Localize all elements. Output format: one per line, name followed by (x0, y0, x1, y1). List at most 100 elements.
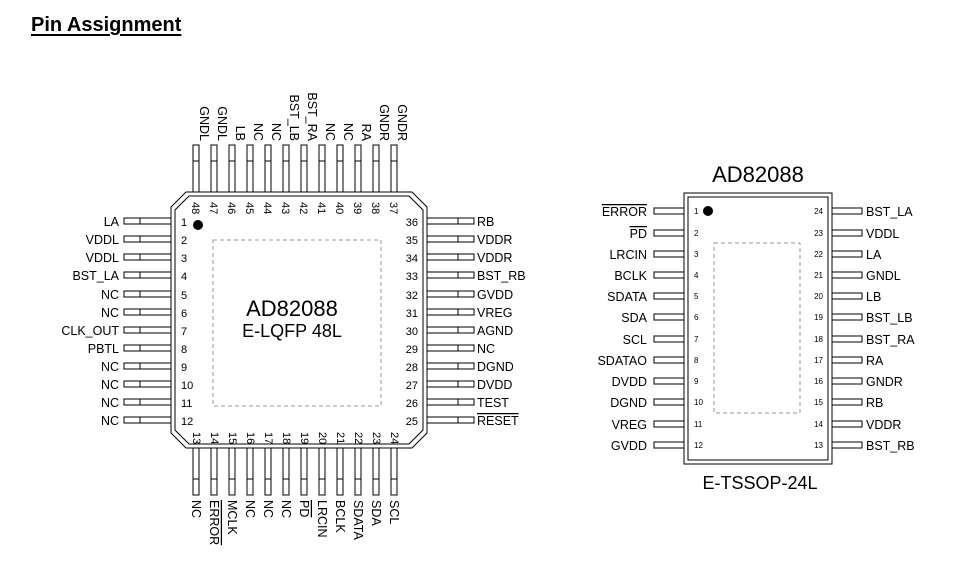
tssop-pin-2-number: 2 (694, 229, 699, 238)
lqfp-pin-34-number: 34 (406, 253, 418, 265)
lqfp-pin-40-name: NC (341, 123, 355, 141)
lqfp-pin-18-name: NC (279, 500, 293, 518)
lqfp-pin-17-lead (264, 447, 272, 496)
tssop-pin-10-lead (653, 398, 685, 406)
lqfp-pin-11-lead (123, 398, 172, 406)
tssop-pin-17-name: RA (866, 354, 884, 368)
tssop-pin-22-name: LA (866, 248, 882, 262)
lqfp-pin-10-name: NC (101, 378, 119, 392)
tssop-pin-18-number: 18 (814, 335, 823, 344)
lqfp-pin-38-number: 38 (369, 202, 381, 214)
lqfp-pin-40-number: 40 (333, 202, 345, 214)
lqfp-pin-46-number: 46 (225, 202, 237, 214)
lqfp-pin-4-number: 4 (181, 271, 187, 283)
lqfp-pin-17-number: 17 (262, 432, 274, 444)
lqfp-pin-23-number: 23 (370, 432, 382, 444)
lqfp-pin-28-lead (426, 362, 475, 370)
tssop-pin-3-number: 3 (694, 250, 699, 259)
lqfp-pin-10-number: 10 (181, 380, 193, 392)
tssop-pin-9-name: DVDD (612, 375, 647, 389)
lqfp-pin-10-lead (123, 380, 172, 388)
lqfp-body-inner-outline (174, 195, 424, 445)
lqfp-pin-24-name: SCL (387, 500, 401, 524)
tssop-pin-13-name: BST_RB (866, 439, 915, 453)
tssop-pin-21-number: 21 (814, 271, 823, 280)
tssop-pin-21-lead (831, 271, 863, 279)
tssop-pin-5-name: SDATA (607, 290, 647, 304)
lqfp-pin-32-name: GVDD (477, 288, 513, 302)
lqfp-pin-48-name: GNDL (197, 106, 211, 141)
tssop-pin-10-number: 10 (694, 398, 703, 407)
tssop-pin-15-name: RB (866, 396, 883, 410)
tssop-pin-23-name: VDDL (866, 227, 899, 241)
lqfp-pin-24-number: 24 (388, 432, 400, 444)
lqfp-pin-47-name: GNDL (215, 106, 229, 141)
lqfp-pin-7-name: CLK_OUT (61, 324, 119, 338)
lqfp-pin-48-number: 48 (189, 202, 201, 214)
lqfp-pin-5-number: 5 (181, 290, 187, 302)
lqfp-pin-27-lead (426, 380, 475, 388)
tssop-pin-19-name: BST_LB (866, 311, 913, 325)
lqfp-pin-47-number: 47 (207, 202, 219, 214)
lqfp-pin-20-name: LRCIN (315, 500, 329, 538)
lqfp-exposed-pad (212, 239, 382, 407)
tssop-pin-8-name: SDATAO (597, 354, 647, 368)
lqfp-pin-5-name: NC (101, 288, 119, 302)
lqfp-pin-33-lead (426, 271, 475, 279)
lqfp-pin-39-lead (354, 144, 362, 193)
lqfp-pin-14-lead (210, 447, 218, 496)
lqfp-pin-22-number: 22 (352, 432, 364, 444)
lqfp-pin-37-number: 37 (387, 202, 399, 214)
lqfp-pin-4-lead (123, 271, 172, 279)
lqfp-pin-18-number: 18 (280, 432, 292, 444)
lqfp-pin-48-lead (192, 144, 200, 193)
tssop-body-inner-outline (687, 196, 829, 461)
lqfp-pin-13-number: 13 (190, 432, 202, 444)
lqfp-pin-25-number: 25 (406, 416, 418, 428)
lqfp-pin-12-number: 12 (181, 416, 193, 428)
lqfp-pin-41-lead (318, 144, 326, 193)
lqfp-pin-13-name: NC (189, 500, 203, 518)
tssop-pin-24-lead (831, 207, 863, 215)
lqfp-pin-42-name: BST_RA (305, 92, 319, 141)
tssop-pin-2-name: PD (630, 227, 647, 241)
tssop-exposed-pad (713, 242, 801, 414)
tssop-pin-7-name: SCL (623, 333, 647, 347)
tssop-pin-14-name: VDDR (866, 418, 901, 432)
lqfp-pin-30-number: 30 (406, 326, 418, 338)
lqfp-pin-31-name: VREG (477, 306, 512, 320)
lqfp-pin-21-name: BCLK (333, 500, 347, 533)
tssop-pin-12-lead (653, 441, 685, 449)
lqfp-pin-35-number: 35 (406, 235, 418, 247)
tssop-pin-6-number: 6 (694, 313, 699, 322)
lqfp-pin-39-number: 39 (351, 202, 363, 214)
tssop-pin-15-lead (831, 398, 863, 406)
lqfp-pin-46-name: LB (233, 126, 247, 141)
lqfp-pin-3-number: 3 (181, 253, 187, 265)
lqfp-pin-6-number: 6 (181, 308, 187, 320)
lqfp-pin-1-name: LA (104, 215, 120, 229)
tssop-pin-16-name: GNDR (866, 375, 903, 389)
tssop-pin-5-lead (653, 292, 685, 300)
lqfp-pin-29-lead (426, 344, 475, 352)
lqfp-pin-28-number: 28 (406, 362, 418, 374)
lqfp-pin-19-name: PD (297, 500, 311, 517)
tssop-pin-19-number: 19 (814, 313, 823, 322)
tssop-pin-15-number: 15 (814, 398, 823, 407)
tssop-part-name: AD82088 (712, 162, 804, 187)
tssop-pin-9-lead (653, 377, 685, 385)
tssop-pin-1-name: ERROR (602, 205, 647, 219)
lqfp-pin-37-name: GNDR (395, 104, 409, 141)
lqfp-pin-37-lead (390, 144, 398, 193)
lqfp-pin-26-name: TEST (477, 396, 509, 410)
lqfp-pin-47-lead (210, 144, 218, 193)
lqfp-pin-41-number: 41 (315, 202, 327, 214)
tssop-pin-11-number: 11 (694, 420, 703, 429)
lqfp-pin-36-number: 36 (406, 217, 418, 229)
lqfp-pin-27-number: 27 (406, 380, 418, 392)
lqfp-pin-42-number: 42 (297, 202, 309, 214)
lqfp-pin-25-name: RESET (477, 414, 519, 428)
lqfp-pin-19-number: 19 (298, 432, 310, 444)
lqfp-pin-12-lead (123, 416, 172, 424)
